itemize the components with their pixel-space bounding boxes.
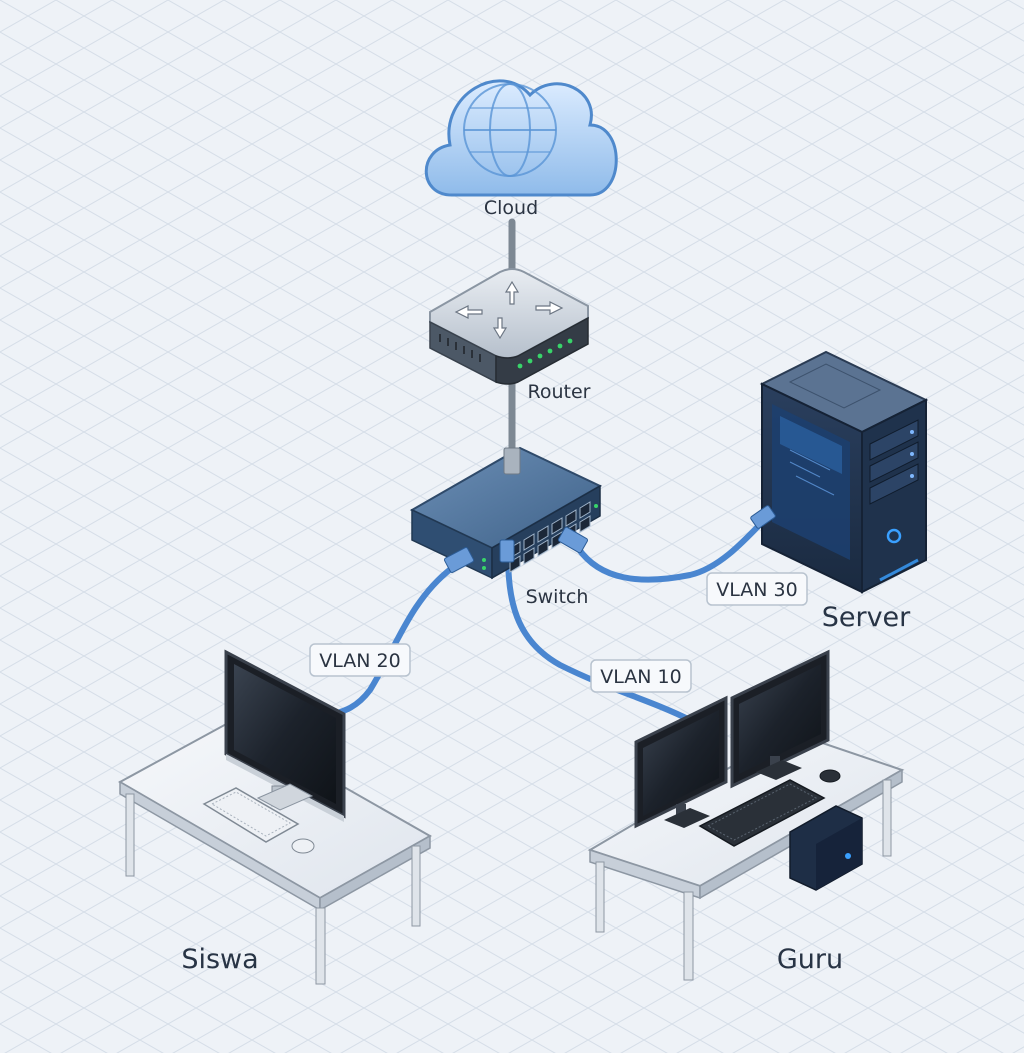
vlan10-label: VLAN 10 [600,666,681,688]
router-status-leds [517,338,573,369]
guru-workstation: Guru [587,649,905,981]
keyboard-icon [698,779,826,847]
vlan10-tag: VLAN 10 [590,659,692,693]
vlan30-label: VLAN 30 [716,579,797,601]
vlan20-tag: VLAN 20 [309,643,411,677]
router-node: Router [429,268,591,403]
switch-icon [409,446,603,580]
cloud-node: Cloud [424,79,618,219]
server-label: Server [822,602,911,633]
guru-label: Guru [777,944,843,975]
cloud-label: Cloud [484,197,538,219]
keyboard-icon [202,787,300,843]
monitor-icon [224,649,346,822]
pc-tower-icon [789,805,863,891]
siswa-label: Siswa [181,944,258,975]
cable-vlan10 [505,549,693,723]
server-node: Server [750,350,929,633]
monitor-icon [730,649,830,789]
siswa-workstation: Siswa [117,649,433,985]
vlan20-label: VLAN 20 [319,650,400,672]
switch-node: Switch [409,446,603,608]
cloud-icon [424,79,618,197]
mouse-icon [819,769,841,783]
mouse-icon [291,838,315,854]
router-label: Router [528,381,591,403]
switch-status-leds [482,504,598,570]
server-icon [750,350,929,594]
vlan30-tag: VLAN 30 [706,572,808,606]
monitor-icon [634,695,728,829]
switch-label: Switch [526,586,589,608]
cable-vlan30 [575,513,771,583]
server-power-icon [886,528,902,544]
router-icon [429,268,589,385]
